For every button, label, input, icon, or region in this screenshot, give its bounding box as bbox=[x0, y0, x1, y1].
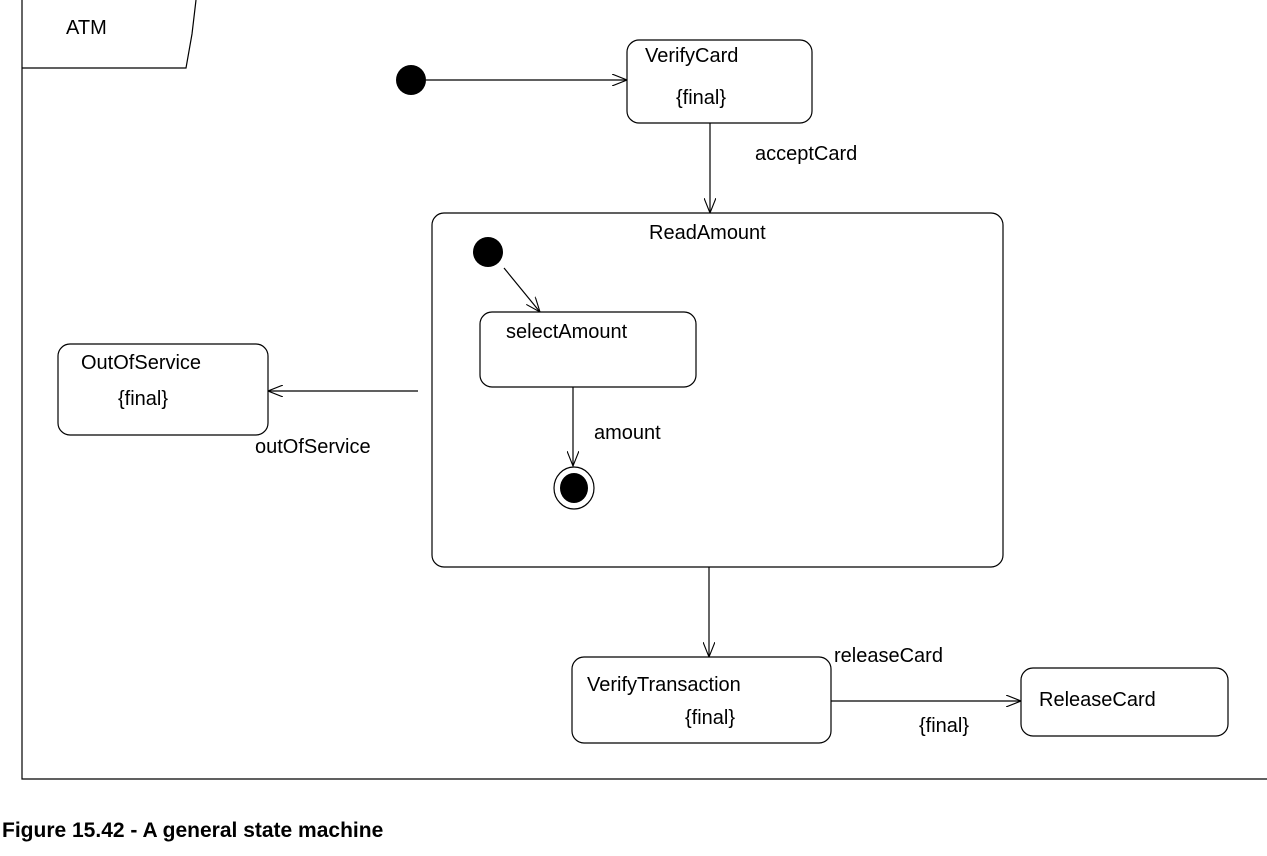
state-select-amount[interactable]: selectAmount bbox=[479, 311, 697, 388]
select-amount-name: selectAmount bbox=[506, 321, 628, 343]
verify-card-constraint: {final} bbox=[676, 87, 726, 109]
out-of-service-box[interactable] bbox=[57, 343, 269, 436]
out-of-service-constraint: {final} bbox=[118, 388, 168, 410]
state-verify-card[interactable]: VerifyCard {final} bbox=[626, 39, 813, 124]
verify-transaction-constraint: {final} bbox=[685, 707, 735, 729]
frame-title: ATM bbox=[66, 17, 107, 39]
inner-initial-state[interactable] bbox=[473, 237, 503, 267]
final-state-dot bbox=[560, 473, 588, 503]
final-state[interactable] bbox=[553, 466, 595, 510]
release-card-constraint: {final} bbox=[919, 715, 969, 737]
select-amount-box[interactable] bbox=[479, 311, 697, 388]
frame-name-tab bbox=[22, 0, 197, 69]
out-of-service-label: outOfService bbox=[255, 436, 371, 458]
transition-inner-initial-to-select[interactable] bbox=[503, 267, 540, 312]
atm-frame: ATM bbox=[21, 0, 1267, 780]
state-release-card[interactable]: ReleaseCard bbox=[1020, 667, 1229, 737]
read-amount-box[interactable] bbox=[431, 212, 1004, 568]
state-out-of-service[interactable]: OutOfService {final} bbox=[57, 343, 269, 436]
out-of-service-name: OutOfService bbox=[81, 352, 201, 374]
initial-state[interactable] bbox=[396, 65, 426, 95]
state-verify-transaction[interactable]: VerifyTransaction {final} bbox=[571, 656, 832, 744]
amount-label: amount bbox=[594, 422, 661, 444]
verify-transaction-box[interactable] bbox=[571, 656, 832, 744]
read-amount-name: ReadAmount bbox=[649, 222, 766, 244]
figure-caption: Figure 15.42 - A general state machine bbox=[2, 819, 383, 842]
release-card-label: releaseCard bbox=[834, 645, 943, 667]
release-card-name: ReleaseCard bbox=[1039, 689, 1156, 711]
release-card-box[interactable] bbox=[1020, 667, 1229, 737]
frame-border bbox=[21, 0, 1267, 780]
accept-card-label: acceptCard bbox=[755, 143, 857, 165]
verify-card-box[interactable] bbox=[626, 39, 813, 124]
verify-transaction-name: VerifyTransaction bbox=[587, 674, 741, 696]
state-read-amount[interactable]: ReadAmount selectAmount amount bbox=[431, 212, 1004, 568]
verify-card-name: VerifyCard bbox=[645, 45, 738, 67]
